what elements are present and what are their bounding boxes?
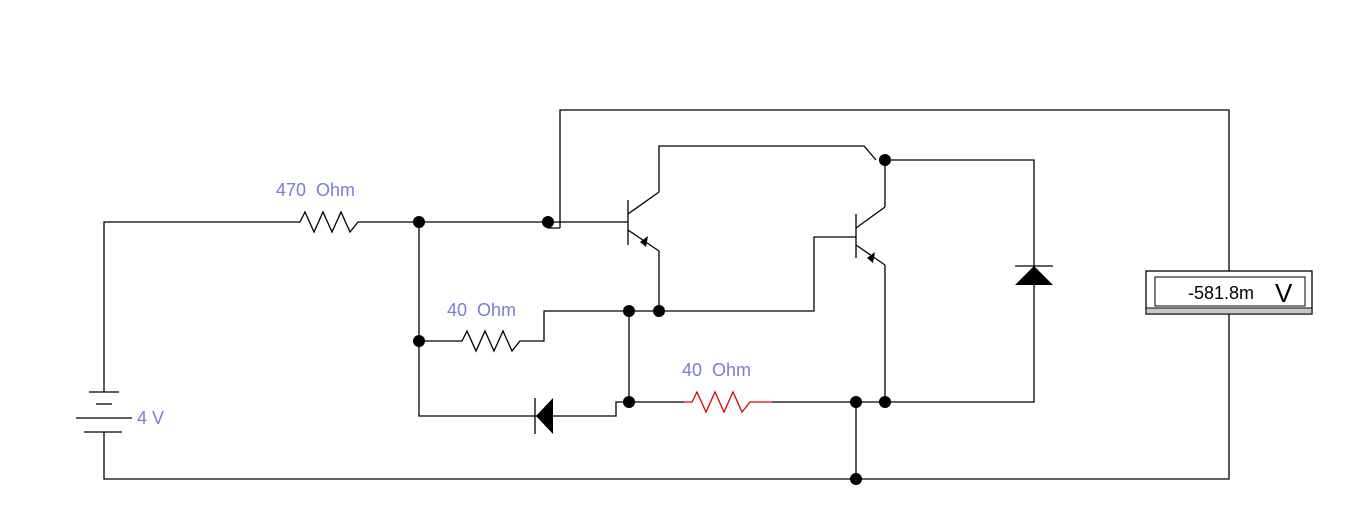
label-series-resistor: 470 Ohm [276,180,355,200]
voltmeter-unit: V [1275,278,1293,308]
diode-d2[interactable] [1015,265,1053,285]
transistor-q2[interactable] [855,206,886,266]
wires [103,109,1230,480]
wire-d2-loop[interactable] [885,159,1035,403]
wire-d1-right[interactable] [553,401,629,417]
junction-nodes [413,154,891,485]
label-emitter-resistor: 40 Ohm [682,360,751,380]
diode-d1[interactable] [534,398,553,434]
wire-battery-bottom[interactable] [103,312,1230,480]
voltmeter[interactable]: -581.8m V [1145,270,1313,315]
wire-left-vertical[interactable] [418,222,534,417]
transistor-q1[interactable] [627,191,660,252]
wire-shunt-right[interactable] [527,310,659,342]
voltmeter-reading: -581.8m [1188,283,1254,303]
label-battery: 4 V [137,408,164,428]
wire-q1-emitter[interactable] [658,236,856,312]
wire-battery-top[interactable] [103,221,295,392]
label-shunt-resistor: 40 Ohm [447,300,516,320]
wire-top-loop[interactable] [559,109,1230,272]
resistor-470[interactable] [295,210,363,234]
resistor-40-emitter[interactable] [684,390,772,414]
battery-symbol[interactable] [76,391,132,440]
wire-q1-collector[interactable] [658,145,877,192]
resistor-40-shunt[interactable] [458,329,527,353]
